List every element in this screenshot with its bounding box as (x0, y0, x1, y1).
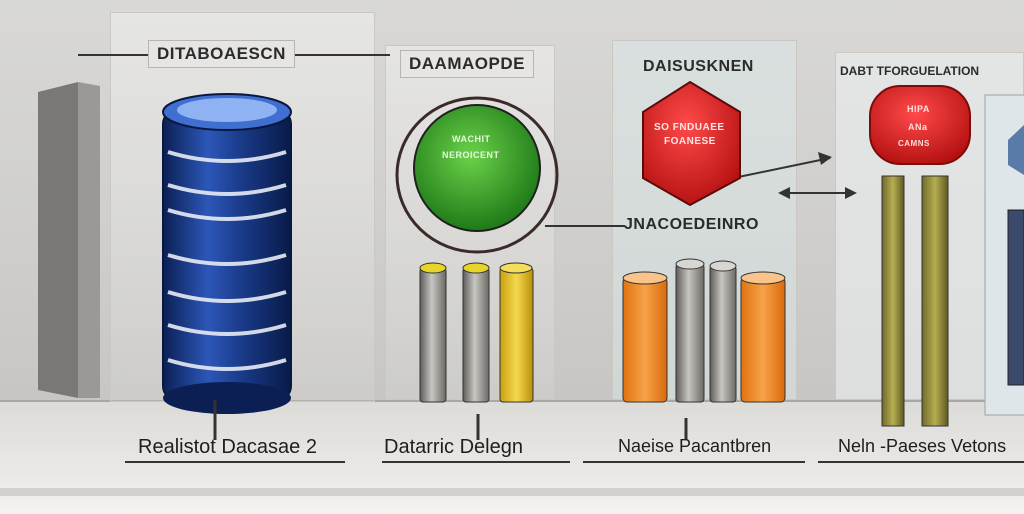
arrow-head-3 (778, 187, 790, 199)
database-discs (167, 150, 287, 371)
floor-edge (0, 488, 1024, 496)
caption-1: Realistot Dacasae 2 (138, 436, 317, 458)
olive-column-1 (881, 175, 905, 427)
red-hexagon-label-1: SO FNDUAEE (654, 122, 725, 133)
olive-column-2 (921, 175, 949, 427)
caption-3-underline (583, 461, 805, 463)
caption-4: Neln -Paeses Vetons (838, 436, 1007, 456)
side-device (984, 94, 1024, 416)
caption-2-underline (382, 461, 570, 463)
panel-3-title: DAISUSKNEN (643, 58, 754, 75)
caption-4-underline (818, 461, 1024, 463)
gray-column-3 (675, 258, 705, 403)
red-pill-node (869, 85, 971, 165)
middle-label: JNACOEDEINRO (624, 216, 759, 233)
panel-1-title: DITABOAESCN (148, 40, 295, 68)
red-pill-label-2: ANa (908, 122, 928, 132)
left-wall-block-face (78, 82, 100, 398)
green-circle-node (395, 96, 559, 254)
red-hexagon-label-2: FOANESE (664, 136, 716, 147)
gray-column-1 (419, 262, 447, 403)
gray-column-2 (462, 262, 490, 403)
arrow-head-1 (818, 152, 832, 165)
caption-1-underline (125, 461, 345, 463)
database-stack-icon (162, 93, 292, 414)
panel-4-title: DABT TFORGUELATION (840, 64, 980, 78)
yellow-column (499, 262, 534, 403)
orange-column-1 (622, 271, 668, 403)
caption-3: Naeise Pacantbren (618, 436, 772, 456)
green-node-label-2: NEROICENT (442, 150, 500, 160)
left-wall-block (38, 82, 78, 398)
panel-2-title: DAAMAOPDE (400, 50, 534, 78)
red-pill-label-1: HIPA (907, 104, 930, 114)
orange-column-2 (740, 271, 786, 403)
caption-2: Datarric Delegn (384, 436, 523, 458)
gray-column-4 (709, 260, 737, 403)
red-hexagon-node (642, 80, 741, 207)
red-pill-label-3: CAMNS (898, 139, 930, 148)
arrow-head-2 (845, 187, 857, 199)
green-node-label-1: WACHIT (452, 134, 491, 144)
